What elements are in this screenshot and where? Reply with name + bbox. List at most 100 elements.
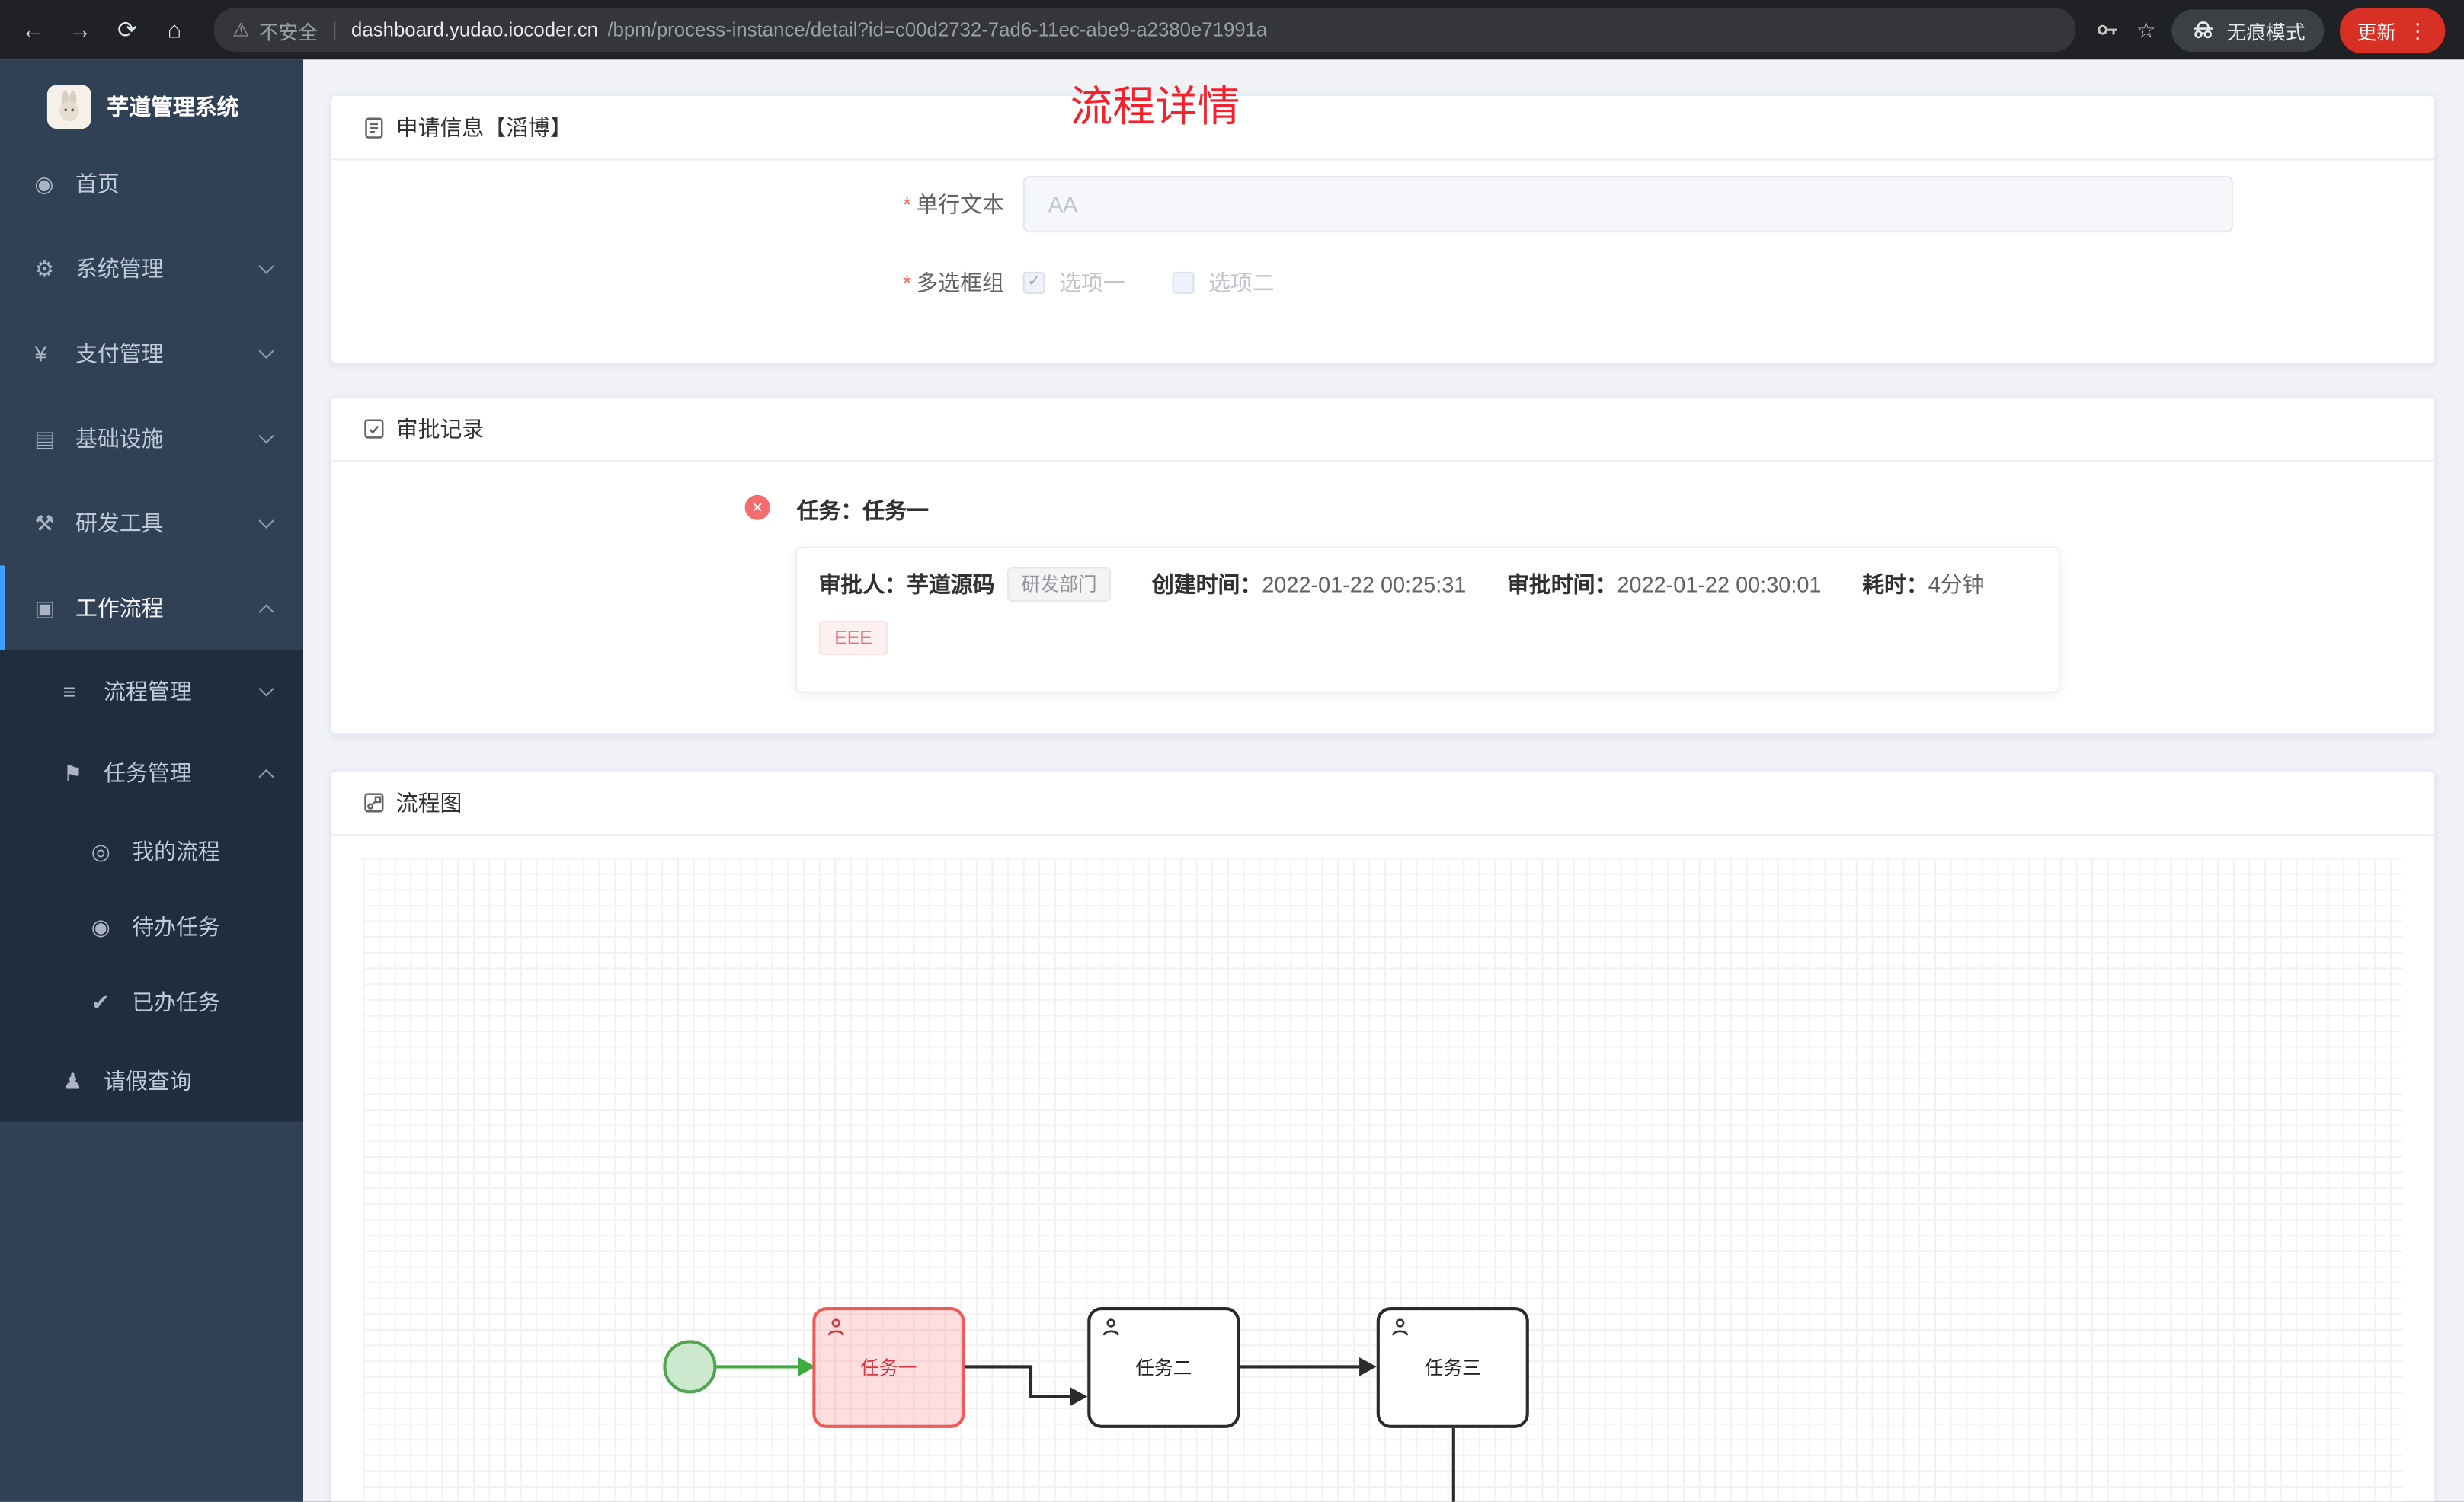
sidebar-menu: ◉ 首页 ⚙ 系统管理 ¥ 支付管理 ▤ 基础设施	[0, 142, 304, 1122]
rabbit-logo-icon	[46, 85, 91, 129]
sidebar-item-payment[interactable]: ¥ 支付管理	[0, 311, 303, 395]
sidebar-item-done-tasks[interactable]: ✔ 已办任务	[0, 964, 303, 1040]
task-submenu: ◎ 我的流程 ◉ 待办任务 ✔ 已办任务	[0, 813, 303, 1040]
home-button[interactable]: ⌂	[167, 16, 182, 43]
address-bar[interactable]: ⚠ 不安全 | dashboard.yudao.iocoder.cn/bpm/p…	[213, 8, 2077, 53]
sidebar-item-infrastructure[interactable]: ▤ 基础设施	[0, 396, 303, 481]
single-line-text-input[interactable]	[1022, 176, 2233, 233]
task-label: 任务一	[860, 1357, 917, 1379]
checkbox-label: 选项一	[1059, 270, 1125, 296]
user-task-icon	[827, 1318, 846, 1341]
form-row-text: *单行文本	[331, 176, 2434, 233]
sidebar: 芋道管理系统 ◉ 首页 ⚙ 系统管理 ¥ 支付管理 ▤	[0, 59, 304, 1502]
bpmn-connectors	[716, 1357, 1455, 1502]
diagram-icon	[364, 793, 384, 813]
incognito-badge[interactable]: 无痕模式	[2171, 8, 2325, 52]
chrome-actions: ☆ 无痕模式 更新 ⋮	[2095, 7, 2451, 53]
divider: |	[331, 18, 338, 41]
sidebar-item-label: 我的流程	[132, 839, 220, 864]
chevron-down-icon	[258, 343, 274, 360]
apply-info-header: 申请信息【滔博】	[331, 96, 2434, 161]
sidebar-item-workflow[interactable]: ▣ 工作流程	[0, 565, 303, 650]
required-mark: *	[903, 191, 912, 217]
incognito-icon	[2194, 21, 2213, 39]
bpmn-task-1[interactable]: 任务一	[812, 1307, 965, 1428]
text-field-label: *单行文本	[903, 191, 1004, 217]
sidebar-item-my-process[interactable]: ◎ 我的流程	[0, 813, 303, 889]
checkbox-unchecked-icon	[1172, 271, 1195, 294]
bpmn-canvas: 任务一 任务二	[363, 858, 2403, 1502]
apply-form: *单行文本 *多选框组 ✓ 选项一 选项二	[331, 160, 2434, 299]
approved-value: 2022-01-22 00:30:01	[1617, 571, 1822, 597]
form-row-checkbox: *多选框组 ✓ 选项一 选项二	[331, 267, 2434, 299]
sidebar-item-home[interactable]: ◉ 首页	[0, 142, 303, 226]
approval-record-item: 审批人： 芋道源码 研发部门 创建时间： 2022-01-22 00:25:31…	[795, 546, 2060, 693]
list-icon: ≡	[62, 679, 76, 704]
key-icon[interactable]	[2095, 18, 2120, 43]
browser-chrome: ← → ⟳ ⌂ ⚠ 不安全 | dashboard.yudao.iocoder.…	[0, 0, 2464, 60]
gear-icon: ⚙	[34, 255, 55, 281]
sidebar-item-label: 支付管理	[75, 340, 164, 366]
duration-label: 耗时：	[1862, 571, 1928, 597]
sidebar-item-system[interactable]: ⚙ 系统管理	[0, 226, 303, 311]
check-icon: ✔	[91, 989, 110, 1015]
checkbox-option-2[interactable]: 选项二	[1172, 267, 1275, 299]
sidebar-item-label: 工作流程	[75, 595, 164, 621]
chevron-up-icon	[258, 768, 274, 785]
url-host: dashboard.yudao.iocoder.cn	[351, 18, 598, 41]
approver-name: 芋道源码	[907, 571, 995, 597]
approval-records-card: 审批记录 ✕ 任务：任务一 审批人： 芋道源码 研发部门 创建时间： 2022-…	[330, 395, 2436, 736]
checkbox-option-1[interactable]: ✓ 选项一	[1022, 267, 1125, 299]
sidebar-item-process-management[interactable]: ≡ 流程管理	[0, 650, 303, 732]
tools-icon: ⚒	[34, 510, 55, 535]
approved-label: 审批时间：	[1506, 571, 1618, 597]
sidebar-item-devtools[interactable]: ⚒ 研发工具	[0, 481, 303, 565]
briefcase-icon: ▣	[34, 594, 56, 620]
sidebar-item-label: 待办任务	[132, 914, 220, 940]
sidebar-item-label: 首页	[75, 171, 120, 197]
bpmn-task-3[interactable]: 任务三	[1376, 1307, 1529, 1428]
forward-button[interactable]: →	[68, 16, 92, 43]
department-tag: 研发部门	[1007, 567, 1112, 602]
update-button[interactable]: 更新 ⋮	[2340, 7, 2446, 53]
sidebar-item-label: 流程管理	[104, 679, 192, 704]
created-value: 2022-01-22 00:25:31	[1262, 571, 1467, 597]
user-task-icon	[1102, 1318, 1121, 1341]
security-label[interactable]: 不安全	[258, 21, 318, 43]
checkbox-field-label: *多选框组	[903, 270, 1004, 296]
refresh-button[interactable]: ⟳	[117, 17, 138, 44]
bpmn-task-2[interactable]: 任务二	[1087, 1307, 1240, 1428]
page-title: 流程详情	[1070, 83, 1240, 131]
monitor-icon: ▤	[34, 424, 56, 450]
sidebar-item-label: 请假查询	[104, 1068, 192, 1094]
sidebar-item-leave-query[interactable]: ♟ 请假查询	[0, 1040, 303, 1121]
app-title: 芋道管理系统	[107, 94, 239, 120]
user-task-icon	[1390, 1318, 1410, 1341]
sidebar-item-label: 已办任务	[132, 989, 220, 1015]
apply-info-title: 申请信息【滔博】	[395, 114, 572, 140]
sidebar-item-todo-tasks[interactable]: ◉ 待办任务	[0, 889, 303, 964]
sidebar-item-label: 基础设施	[75, 425, 164, 451]
bookmark-star-icon[interactable]: ☆	[2136, 16, 2156, 42]
sidebar-item-task-management[interactable]: ⚑ 任务管理	[0, 732, 303, 813]
record-icon	[364, 419, 384, 439]
approver-group: 审批人： 芋道源码 研发部门	[819, 567, 1112, 602]
required-mark: *	[903, 270, 912, 296]
chevron-down-icon	[258, 681, 274, 697]
checkbox-checked-icon: ✓	[1022, 271, 1045, 294]
flag-icon: ⚑	[62, 759, 83, 785]
process-diagram-card: 流程图	[330, 769, 2436, 1502]
sidebar-item-label: 研发工具	[75, 510, 164, 536]
back-button[interactable]: ←	[21, 16, 45, 43]
app-logo[interactable]: 芋道管理系统	[0, 72, 303, 142]
browser-menu-icon[interactable]: ⋮	[2407, 18, 2428, 42]
process-diagram-header: 流程图	[331, 772, 2434, 836]
incognito-label: 无痕模式	[2226, 21, 2306, 43]
created-label: 创建时间：	[1151, 571, 1262, 597]
checkbox-label: 选项二	[1208, 270, 1275, 296]
approval-records-title: 审批记录	[395, 416, 485, 442]
chevron-down-icon	[258, 258, 274, 274]
bpmn-start-event[interactable]	[663, 1340, 717, 1394]
duration-group: 耗时： 4分钟	[1862, 569, 1984, 600]
